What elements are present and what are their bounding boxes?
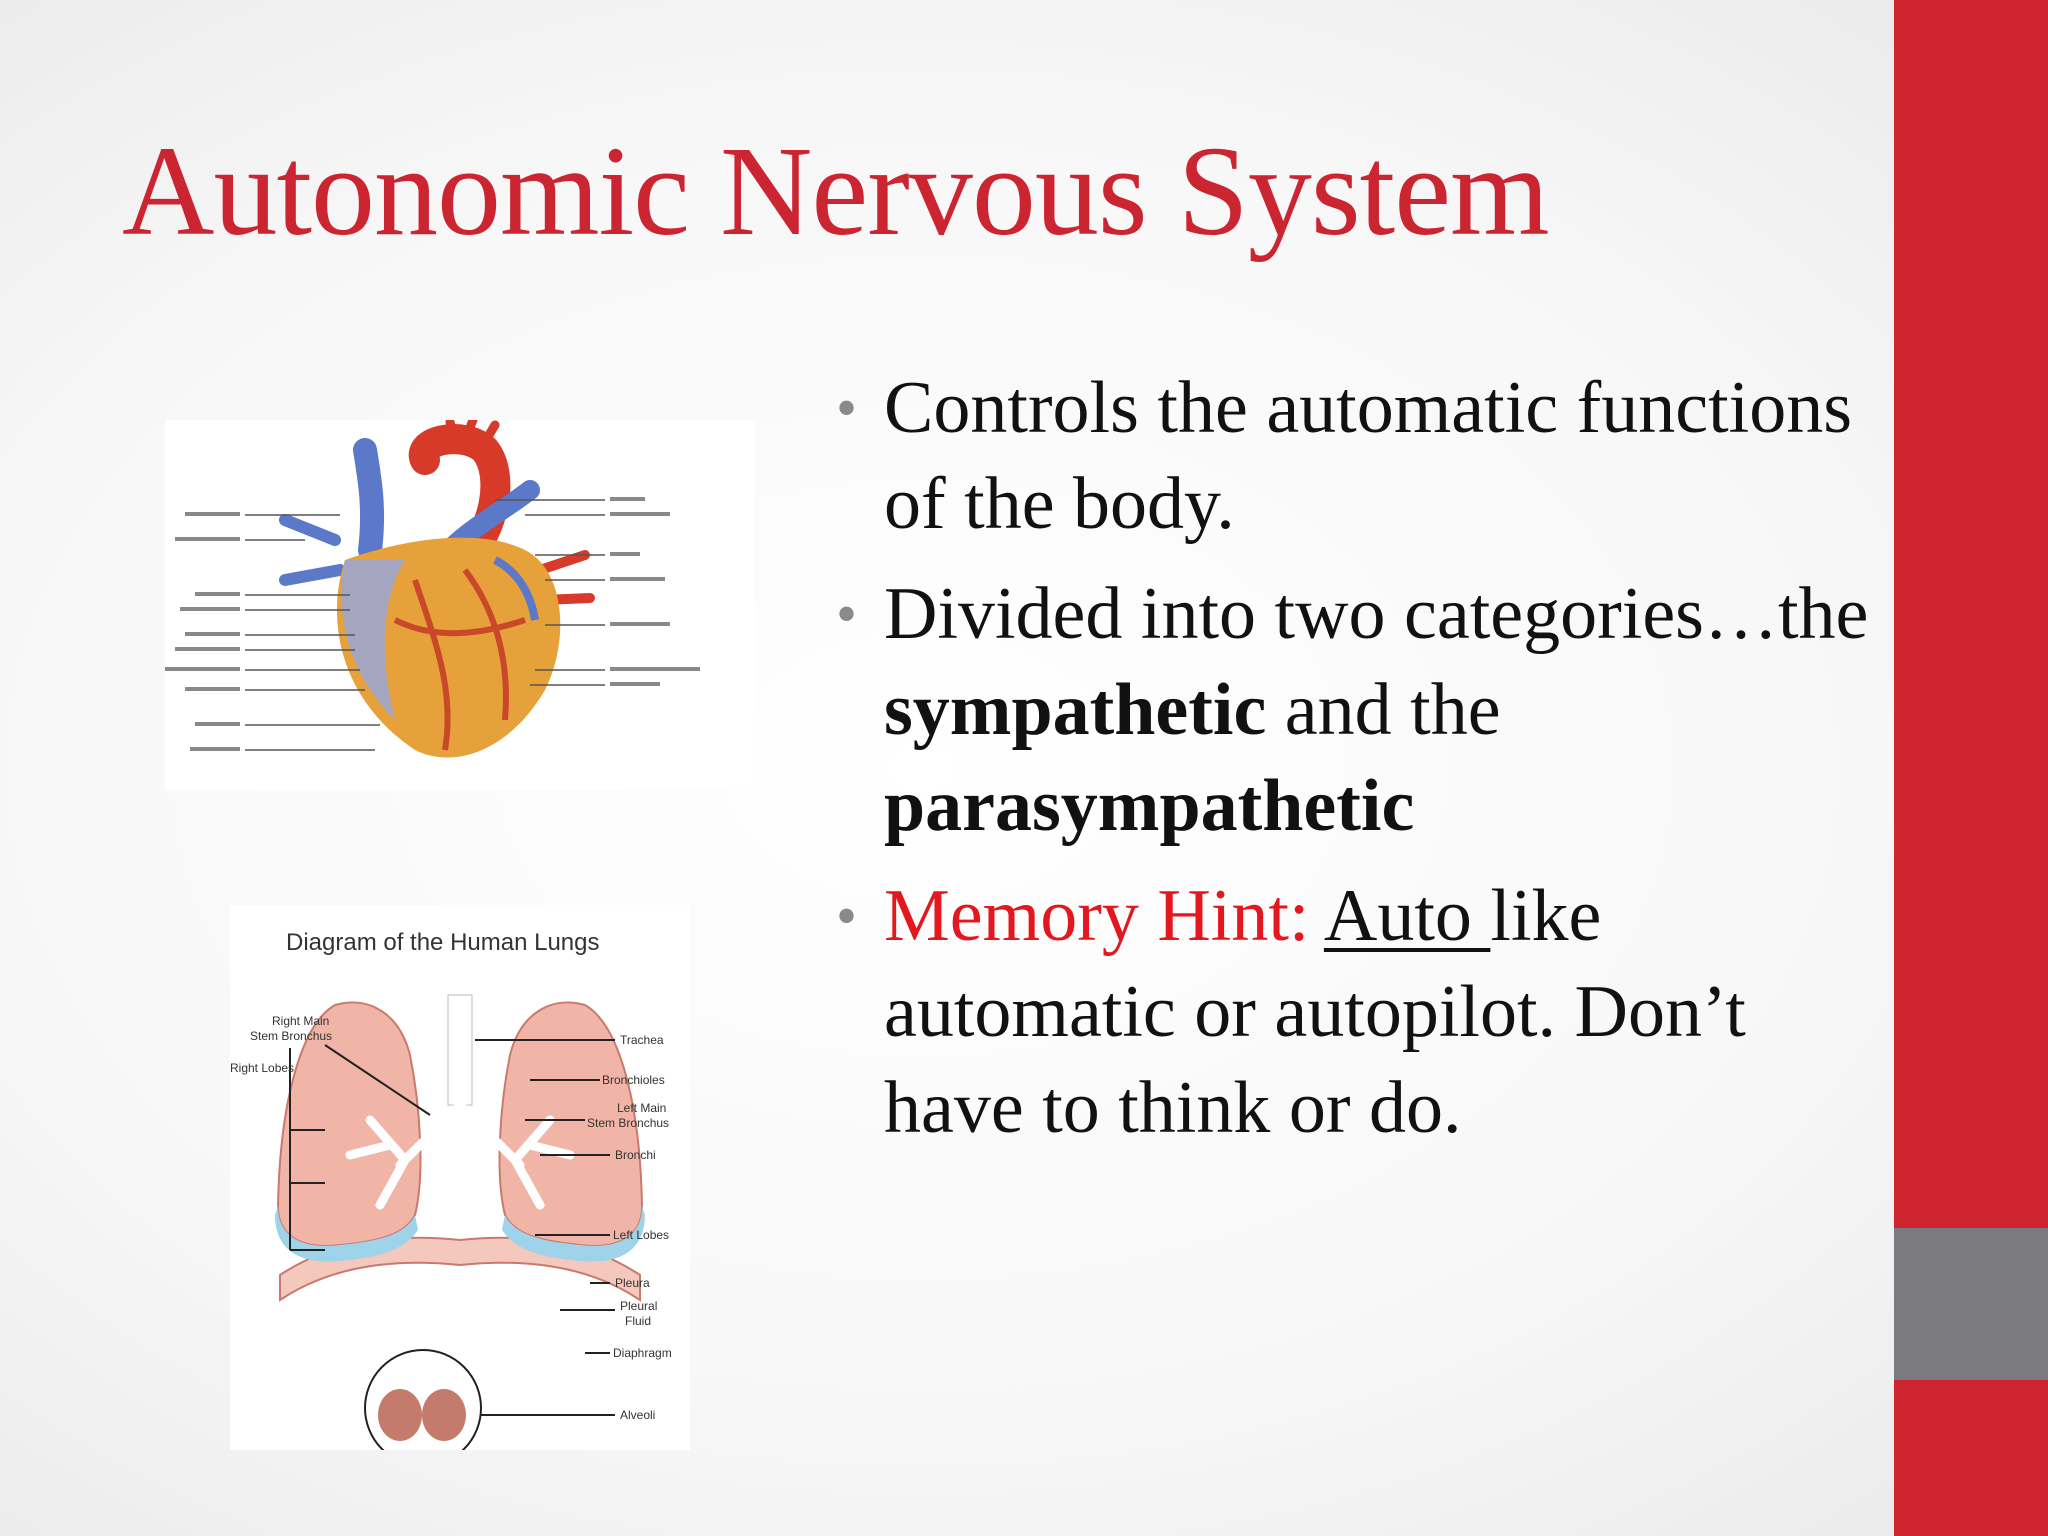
bullet-text-divided-mid: and the xyxy=(1266,669,1501,751)
label-right-main-stem-bronchus-2: Stem Bronchus xyxy=(250,1029,332,1043)
bullet-item-memory-hint: • Memory Hint: Auto like automatic or au… xyxy=(832,868,1872,1156)
label-left-lobes: Left Lobes xyxy=(613,1228,669,1242)
memory-hint-auto: Auto xyxy=(1323,875,1491,957)
lungs-figure: Diagram of the Human Lungs xyxy=(230,905,690,1467)
label-left-main-stem-bronchus-1: Left Main xyxy=(617,1101,666,1115)
memory-hint-text: like automatic or autopilot. Don’t have … xyxy=(884,875,1746,1149)
bullet-dot: • xyxy=(836,375,858,441)
label-bronchi: Bronchi xyxy=(615,1148,656,1162)
lungs-illustration-icon: Diagram of the Human Lungs xyxy=(230,929,672,1467)
label-alveoli: Alveoli xyxy=(620,1408,655,1422)
bullet-dot: • xyxy=(836,883,858,949)
bullet-item-divided: • Divided into two categories…the sympat… xyxy=(832,566,1872,854)
label-diaphragm: Diaphragm xyxy=(613,1346,672,1360)
heart-figure xyxy=(165,415,755,790)
label-pleura: Pleura xyxy=(615,1276,650,1290)
side-accent-bar xyxy=(1894,0,2048,1536)
lungs-diagram-title: Diagram of the Human Lungs xyxy=(286,929,600,956)
bullet-text-divided-intro: Divided into two categories…the xyxy=(884,573,1869,655)
label-left-main-stem-bronchus-2: Stem Bronchus xyxy=(587,1116,669,1130)
label-pleural-fluid-2: Fluid xyxy=(625,1314,651,1328)
label-trachea: Trachea xyxy=(620,1033,664,1047)
label-right-lobes: Right Lobes xyxy=(230,1061,294,1075)
bullet-list: • Controls the automatic functions of th… xyxy=(832,360,1872,1170)
bullet-dot: • xyxy=(836,581,858,647)
bullet-item-controls: • Controls the automatic functions of th… xyxy=(832,360,1872,552)
term-parasympathetic: parasympathetic xyxy=(884,765,1415,847)
heart-illustration-icon xyxy=(165,415,700,758)
label-right-main-stem-bronchus-1: Right Main xyxy=(272,1014,329,1028)
memory-hint-label: Memory Hint: xyxy=(884,875,1310,957)
label-pleural-fluid-1: Pleural xyxy=(620,1299,657,1313)
bullet-text-controls: Controls the automatic functions of the … xyxy=(884,367,1852,545)
term-sympathetic: sympathetic xyxy=(884,669,1267,751)
slide-title: Autonomic Nervous System xyxy=(122,120,1550,262)
side-accent-gray-block xyxy=(1894,1228,2048,1380)
label-bronchioles: Bronchioles xyxy=(602,1073,665,1087)
